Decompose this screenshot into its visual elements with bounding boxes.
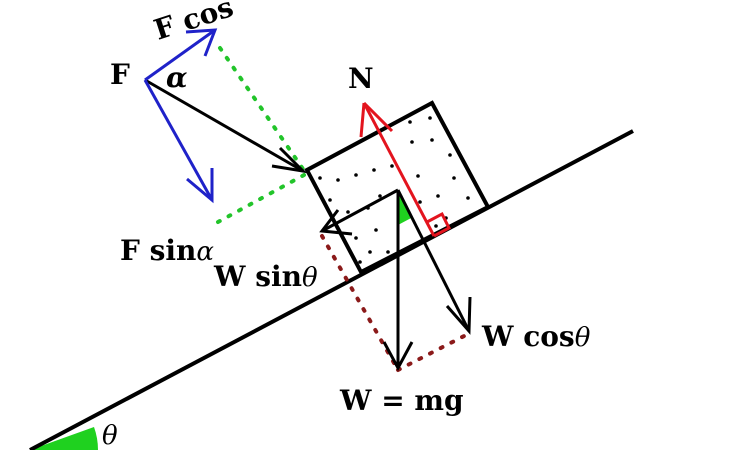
weight-angle-marker [398,193,413,225]
f-cos-guide [218,46,307,174]
f-sin-guide [216,173,306,224]
label-incline-angle: θ [102,421,118,450]
f-sin-arrowhead [186,168,214,204]
label-f-sin: F sinα [120,234,214,267]
right-angle-marker [426,211,451,238]
label-w-cos: W cosθ [481,320,591,353]
w-sin-arrowhead [319,209,353,236]
w-cos-guide [396,331,472,372]
force-f-arrowhead [271,146,308,174]
w-cos-arrowhead [445,296,472,335]
f-cos-arrowhead [185,28,218,57]
w-sin-arrow [321,188,399,233]
label-n: N [348,62,374,95]
incline-angle-wedge [30,427,99,450]
weight-arrowhead [382,341,414,372]
block-dot-pattern [318,116,470,264]
label-f-sin-word: F sin [120,234,196,267]
f-sin-arrow [143,79,214,201]
label-f-sin-angle: α [196,237,214,267]
incline-surface [29,129,634,450]
label-weight: W = mg [339,384,464,417]
label-w-cos-word: W cos [481,320,575,353]
force-f-arrow [144,78,304,173]
label-f: F [110,58,130,91]
normal-force-arrowhead [359,101,394,138]
label-f-cos: F cos [150,0,237,47]
f-cos-arrow [144,28,216,82]
label-w-sin: W sinθ [213,260,318,293]
w-sin-guide [320,234,400,372]
normal-force-arrow [362,102,436,237]
label-w-sin-angle: θ [302,263,318,293]
label-alpha: α [166,61,188,94]
label-w-sin-word: W sin [213,260,302,293]
label-w-cos-angle: θ [575,323,591,353]
w-cos-arrow [396,189,471,332]
